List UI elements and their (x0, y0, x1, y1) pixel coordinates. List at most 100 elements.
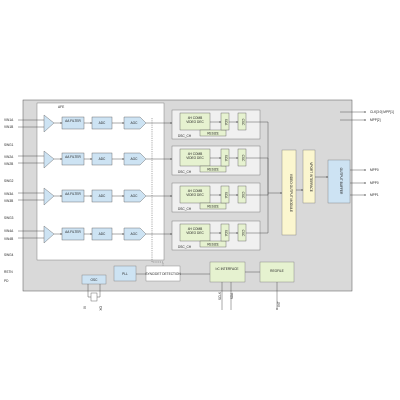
decoder-label: VIDEO DEC (186, 231, 204, 235)
adc-label: ADC (99, 194, 106, 198)
output-pin-label: MPP[2] (370, 118, 381, 122)
output-buffer-block (327, 159, 351, 204)
agc-block (123, 189, 147, 203)
i2c-interface-block (209, 261, 246, 283)
pin-label: RSTN (4, 270, 13, 274)
output-buffer-label: OUTPUT BUFFER (339, 168, 343, 195)
agc-label: AGC (131, 194, 139, 198)
vport-interface-block (302, 149, 316, 204)
pin-label: PD (4, 279, 9, 283)
signal-wire (246, 157, 269, 193)
decoder-label: VIDEO DEC (186, 120, 204, 124)
signal-wire (246, 193, 269, 234)
mux-icon (43, 225, 55, 244)
csc-label: CSC (241, 155, 245, 162)
crystal-icon (87, 284, 101, 302)
aa-filter-label: AA FILTER (65, 192, 81, 196)
pin-label: SWG4 (4, 253, 14, 257)
afe-label: AFE (58, 105, 64, 109)
sync-detection-block (145, 265, 181, 282)
sync-detection-label: SYNC/DET DETECTION (145, 272, 181, 276)
i2c-interface-label: I²C INTERFACE (215, 267, 238, 271)
resizer-label: RESIZE (207, 132, 219, 136)
aa-filter-label: AA FILTER (65, 230, 81, 234)
osc-block (81, 274, 107, 285)
xtal-pin-label: XO (99, 305, 103, 310)
dsc-channel-label: DSC_CH (178, 207, 192, 211)
agc-block (123, 116, 147, 130)
pin-label: SWG2 (4, 179, 14, 183)
pin-label: VIN3B (4, 199, 13, 203)
decoder-block (179, 185, 211, 204)
adc-label: ADC (99, 157, 106, 161)
int-pin-label: INT (277, 301, 281, 306)
dsc-channel-label: DSC_CH (178, 170, 192, 174)
mux-icon (43, 150, 55, 169)
agc-block (123, 227, 147, 241)
output-pin-label: MPP0 (370, 168, 379, 172)
pin-label: VIN3A (4, 192, 14, 196)
agc-label: AGC (131, 121, 139, 125)
resizer-label: RESIZE (207, 205, 219, 209)
decoder-label: 4H COMB (188, 152, 203, 156)
resizer-block (199, 202, 227, 210)
decoder-block (179, 223, 211, 242)
scaler-label: SCA (224, 119, 228, 126)
decoder-label: VIDEO DEC (186, 156, 204, 160)
agc-label: AGC (131, 232, 139, 236)
agc-label: AGC (131, 157, 139, 161)
adc-label: ADC (99, 232, 106, 236)
csc-label: CSC (241, 119, 245, 126)
pin-label: VIN2B (4, 162, 13, 166)
decoder-label: 4H COMB (188, 189, 203, 193)
vport-interface-label: VPORT INTERFACE (309, 162, 313, 192)
input-pins: VIN1A VIN1B SWG1 VIN2A VIN2B SWG2 VIN3A … (4, 118, 14, 283)
pin-label: SWG3 (4, 216, 14, 220)
input-wires (18, 119, 44, 239)
i2c-pin-label: SDA (230, 292, 234, 299)
regfile-label: REGFILE (270, 269, 284, 273)
pin-label: VIN4B (4, 237, 13, 241)
resizer-block (199, 240, 227, 248)
decoder-block (179, 112, 211, 131)
osc-label: OSC (91, 278, 99, 282)
pll-label: PLL (122, 272, 128, 276)
pin-label: VIN2A (4, 155, 14, 159)
aa-filter-label: AA FILTER (65, 155, 81, 159)
scaler-label: SCA (224, 155, 228, 162)
resizer-block (199, 129, 227, 137)
mux-icon (43, 187, 55, 206)
dsc-channel-label: DSC_CH (178, 245, 192, 249)
pll-block (113, 265, 137, 282)
output-pin-label: MPP0 (370, 181, 379, 185)
xtal-pin-label: XI (83, 306, 87, 309)
aa-filter-label: AA FILTER (65, 119, 81, 123)
output-pin-label: CLK[3:0] MPP[1] (370, 110, 394, 114)
decoder-label: 4H COMB (188, 116, 203, 120)
scaler-label: SCA (224, 230, 228, 237)
decoder-label: VIDEO DEC (186, 193, 204, 197)
csc-label: CSC (241, 230, 245, 237)
decoder-label: 4H COMB (188, 227, 203, 231)
adc-label: ADC (99, 121, 106, 125)
csc-label: CSC (241, 192, 245, 199)
pin-label: SWG1 (4, 143, 14, 147)
video-output-module-label: VIDEO OUTPUT MODULE (289, 174, 293, 212)
i2c-pin-label: SCLK (218, 291, 222, 300)
agc-block (123, 152, 147, 166)
pin-label: VIN1B (4, 125, 13, 129)
decoder-block (179, 148, 211, 167)
pin-label: VIN4A (4, 229, 14, 233)
control-wire (151, 118, 164, 266)
mux-icon (43, 114, 55, 133)
resizer-label: RESIZE (207, 243, 219, 247)
resizer-block (199, 165, 227, 173)
resizer-label: RESIZE (207, 168, 219, 172)
video-output-module-block (281, 149, 297, 236)
output-pin-label: MPP1 (370, 193, 379, 197)
scaler-label: SCA (224, 192, 228, 199)
dsc-channel-label: DSC_CH (178, 134, 192, 138)
pin-label: VIN1A (4, 118, 14, 122)
